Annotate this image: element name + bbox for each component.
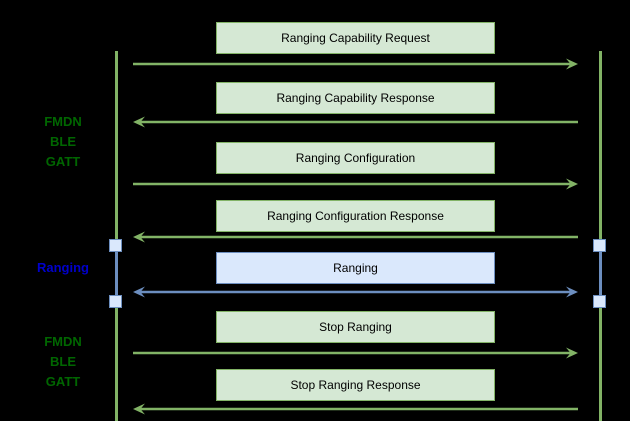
msg-ranging-capability-response-arrow <box>133 113 578 131</box>
msg-stop-ranging[interactable]: Stop Ranging <box>216 311 495 343</box>
msg-ranging-capability-request[interactable]: Ranging Capability Request <box>216 22 495 54</box>
left-lifeline <box>115 51 118 421</box>
phase-fmdn-top: FMDN BLE GATT <box>44 114 82 169</box>
activation-left-end <box>109 295 122 308</box>
msg-stop-ranging-response[interactable]: Stop Ranging Response <box>216 369 495 401</box>
phase-fmdn-bottom: FMDN BLE GATT <box>44 334 82 389</box>
msg-ranging-capability-request-arrow <box>133 55 578 73</box>
msg-stop-ranging-arrow <box>133 344 578 362</box>
msg-ranging-configuration-response[interactable]: Ranging Configuration Response <box>216 200 495 232</box>
right-lifeline <box>599 51 602 421</box>
msg-stop-ranging-response-arrow <box>133 400 578 418</box>
msg-ranging-configuration-arrow <box>133 175 578 193</box>
msg-ranging-configuration[interactable]: Ranging Configuration <box>216 142 495 174</box>
msg-ranging-arrow <box>133 283 578 301</box>
activation-right-start <box>593 239 606 252</box>
activation-left-start <box>109 239 122 252</box>
msg-ranging-capability-response[interactable]: Ranging Capability Response <box>216 82 495 114</box>
phase-ranging: Ranging <box>37 260 89 275</box>
left-lifeline-ranging-segment <box>115 245 118 302</box>
activation-right-end <box>593 295 606 308</box>
msg-ranging[interactable]: Ranging <box>216 252 495 284</box>
right-lifeline-ranging-segment <box>599 245 602 302</box>
